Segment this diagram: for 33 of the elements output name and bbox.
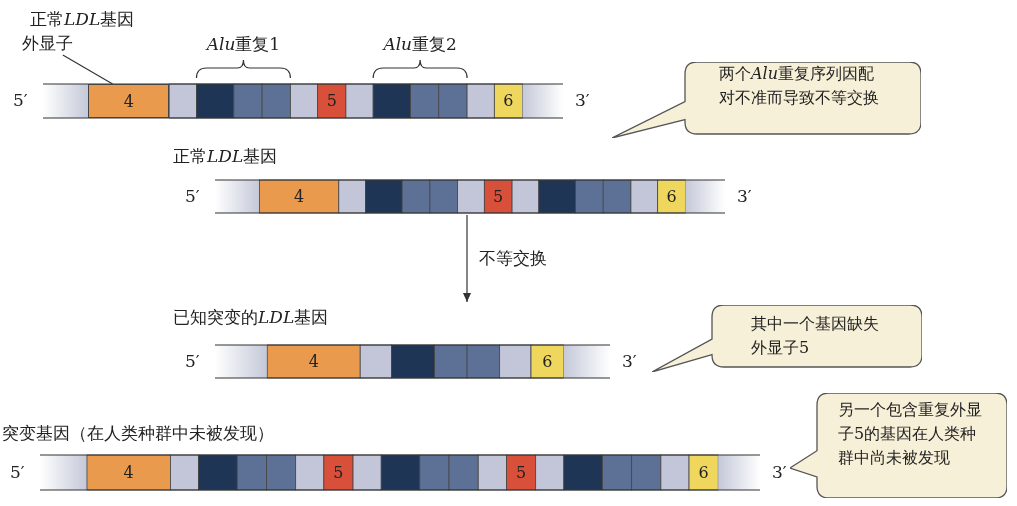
- gene-title: 正常LDL基因: [30, 8, 135, 31]
- exon-number: 4: [293, 188, 306, 205]
- end-label: 3′: [575, 90, 590, 110]
- exon-number: 5: [492, 188, 505, 205]
- end-label: 5′: [185, 350, 200, 371]
- callout-text: 另一个包含重复外显子5的基因在人类种群中尚未被发现: [838, 398, 983, 469]
- edge-label: 不等交换: [479, 246, 547, 270]
- exon-number: 5: [514, 464, 528, 481]
- end-label: 3′: [772, 461, 787, 482]
- repeat-label: Alu重复1: [204, 33, 282, 56]
- end-label: 5′: [10, 461, 25, 482]
- gene-title: 突变基因（在人类种群中未被发现）: [2, 422, 274, 445]
- exon-number: 4: [307, 353, 320, 370]
- arrow: [463, 214, 471, 303]
- leader-line: [62, 54, 114, 85]
- exon-number: 6: [502, 93, 515, 109]
- end-label: 5′: [13, 90, 28, 110]
- exon-number: 6: [541, 353, 554, 370]
- callout-text: 其中一个基因缺失外显子5: [751, 313, 880, 359]
- exon-label: 外显子: [22, 32, 73, 55]
- end-label: 3′: [737, 185, 752, 206]
- exon-number: 5: [325, 93, 338, 109]
- exon-box: 4: [88, 84, 170, 118]
- gene-title: 正常LDL基因: [173, 145, 278, 168]
- exon-number: 6: [697, 464, 710, 481]
- exon-number: 6: [665, 188, 678, 205]
- exon-number: 5: [332, 464, 345, 481]
- callout-text: 两个Alu重复序列因配对不准而导致不等交换: [719, 63, 880, 109]
- end-label: 5′: [185, 185, 200, 206]
- exon-number: 4: [122, 464, 135, 481]
- repeat-label: Alu重复2: [381, 33, 458, 56]
- gene-title: 已知突变的LDL基因: [173, 306, 329, 329]
- end-label: 3′: [622, 350, 637, 371]
